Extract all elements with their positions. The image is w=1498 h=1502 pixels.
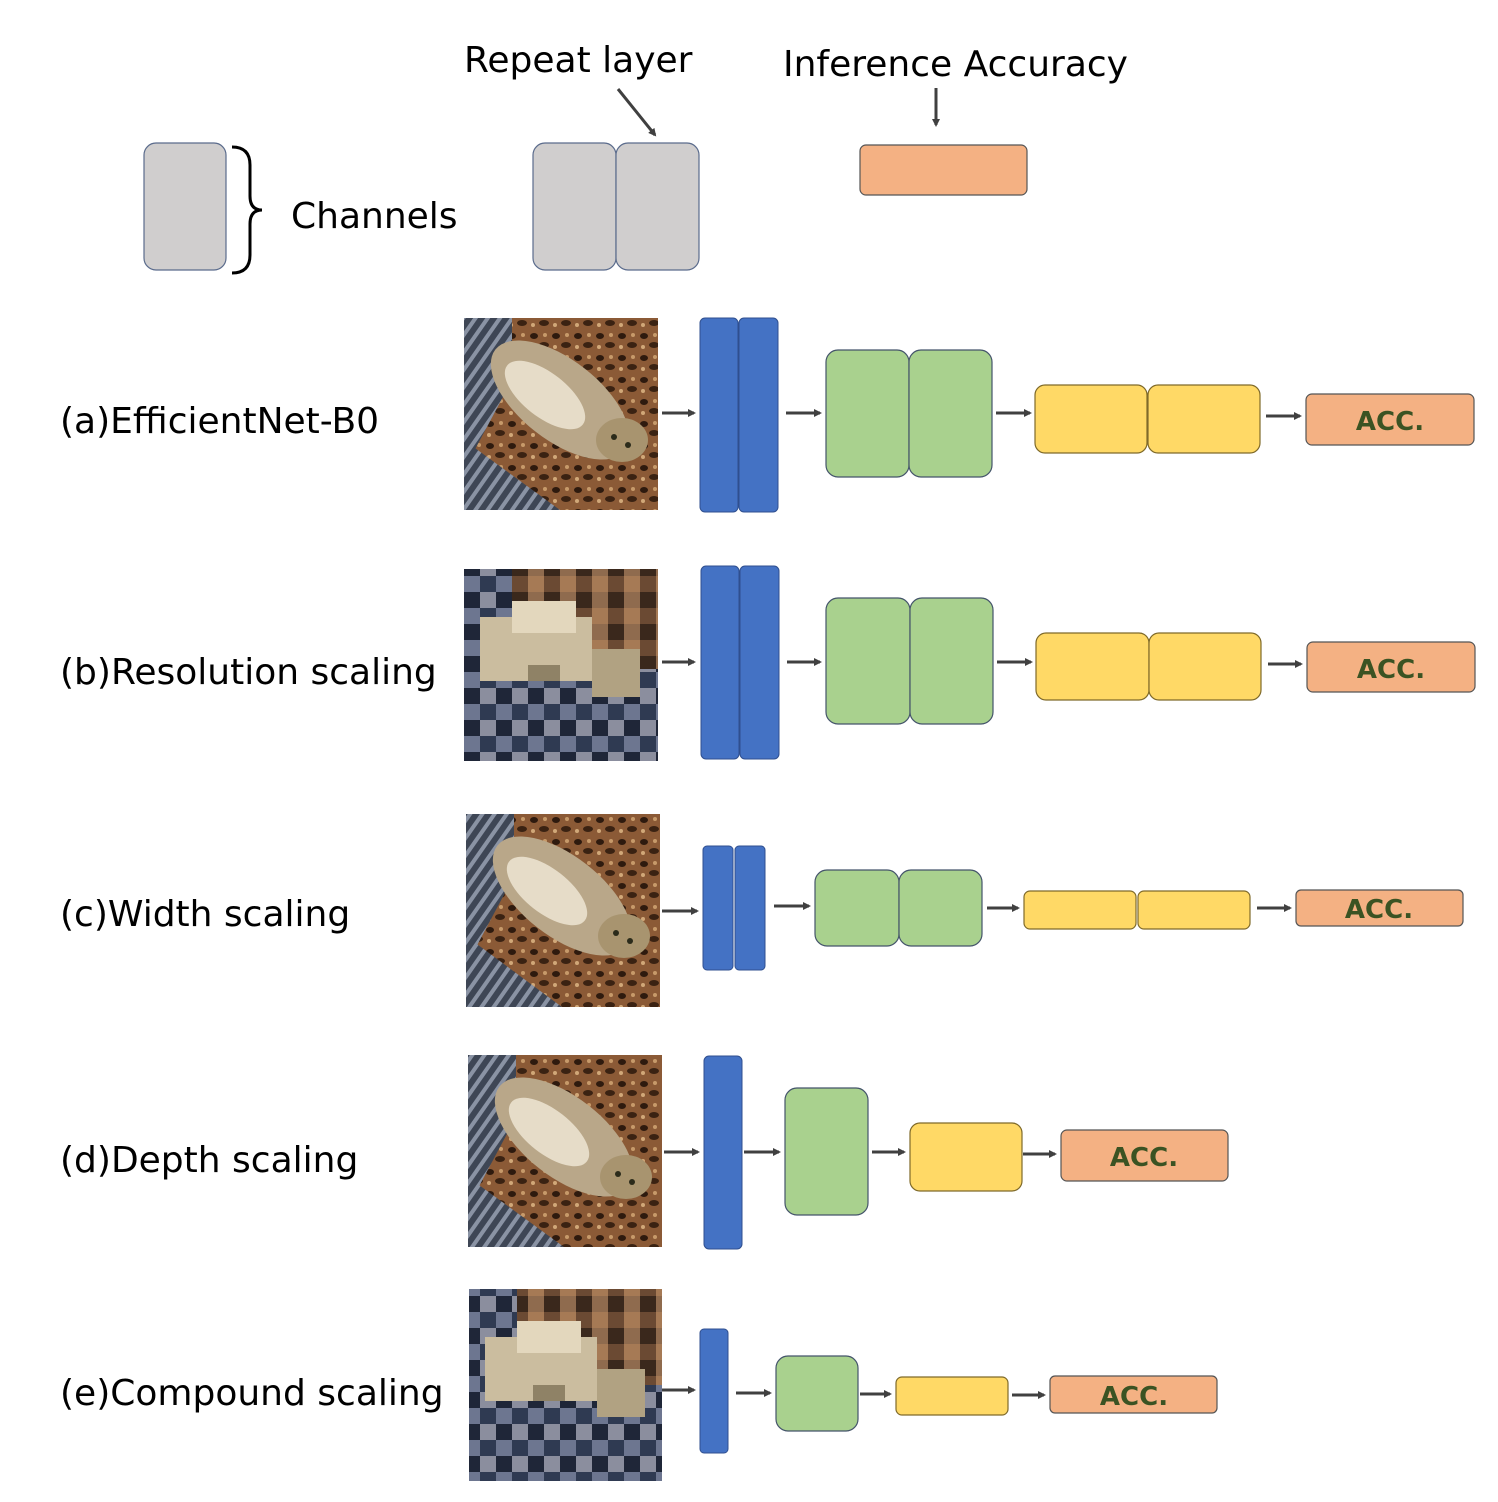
yellow-layer bbox=[895, 1376, 1009, 1416]
acc-box bbox=[1060, 1129, 1229, 1182]
yellow-layer bbox=[1034, 384, 1148, 454]
row-label-d: (d)Depth scaling bbox=[60, 1140, 358, 1181]
blue-layer bbox=[700, 565, 740, 760]
cat-photo-c bbox=[466, 814, 660, 1007]
legend-repeat-block-2 bbox=[615, 142, 700, 271]
pixelated-cat-photo-b bbox=[464, 569, 658, 761]
acc-box bbox=[1049, 1375, 1218, 1414]
green-layer bbox=[775, 1355, 859, 1432]
row-label-c: (c)Width scaling bbox=[60, 894, 350, 935]
blue-layer bbox=[702, 845, 734, 971]
cat-photo-d bbox=[468, 1055, 662, 1247]
row-label-a: (a)EfficientNet-B0 bbox=[60, 401, 379, 442]
brace-icon bbox=[231, 145, 263, 275]
legend-channels-label: Channels bbox=[291, 196, 458, 237]
acc-label-e: ACC. bbox=[1100, 1382, 1168, 1412]
yellow-layer bbox=[1148, 632, 1262, 701]
blue-layer bbox=[703, 1055, 743, 1250]
row-c-network bbox=[662, 845, 1464, 971]
acc-box bbox=[1295, 889, 1464, 927]
legend-accuracy-box bbox=[859, 144, 1028, 196]
green-layer bbox=[825, 349, 910, 478]
cat-photo-a bbox=[464, 318, 658, 510]
legend-repeat-block-1 bbox=[532, 142, 617, 271]
green-layer bbox=[814, 869, 900, 947]
pixelated-cat-photo-e bbox=[469, 1289, 662, 1481]
row-e-network bbox=[662, 1328, 1218, 1454]
green-layer bbox=[898, 869, 983, 947]
legend-repeat-label: Repeat layer bbox=[464, 40, 693, 81]
row-label-b: (b)Resolution scaling bbox=[60, 652, 437, 693]
acc-box bbox=[1305, 393, 1475, 446]
blue-layer bbox=[739, 565, 780, 760]
blue-layer bbox=[699, 317, 739, 513]
row-a-network bbox=[662, 317, 1475, 513]
legend-accuracy-label: Inference Accuracy bbox=[783, 44, 1128, 85]
yellow-layer bbox=[1147, 384, 1261, 454]
green-layer bbox=[825, 597, 911, 725]
green-layer bbox=[909, 597, 994, 725]
legend-channel-block bbox=[143, 142, 227, 271]
acc-label-c: ACC. bbox=[1345, 895, 1413, 925]
blue-layer bbox=[738, 317, 779, 513]
row-label-e: (e)Compound scaling bbox=[60, 1373, 444, 1414]
yellow-layer bbox=[909, 1122, 1023, 1192]
row-d-network bbox=[664, 1055, 1229, 1250]
acc-label-b: ACC. bbox=[1357, 655, 1425, 685]
repeat-arrow bbox=[616, 88, 657, 137]
row-b-network bbox=[662, 565, 1476, 760]
yellow-layer bbox=[1137, 890, 1251, 930]
blue-layer bbox=[734, 845, 766, 971]
blue-layer bbox=[699, 1328, 729, 1454]
green-layer bbox=[908, 349, 993, 478]
yellow-layer bbox=[1035, 632, 1150, 701]
acc-label-d: ACC. bbox=[1110, 1143, 1178, 1173]
green-layer bbox=[784, 1087, 869, 1216]
yellow-layer bbox=[1023, 890, 1137, 930]
acc-label-a: ACC. bbox=[1356, 407, 1424, 437]
acc-box bbox=[1306, 641, 1476, 693]
